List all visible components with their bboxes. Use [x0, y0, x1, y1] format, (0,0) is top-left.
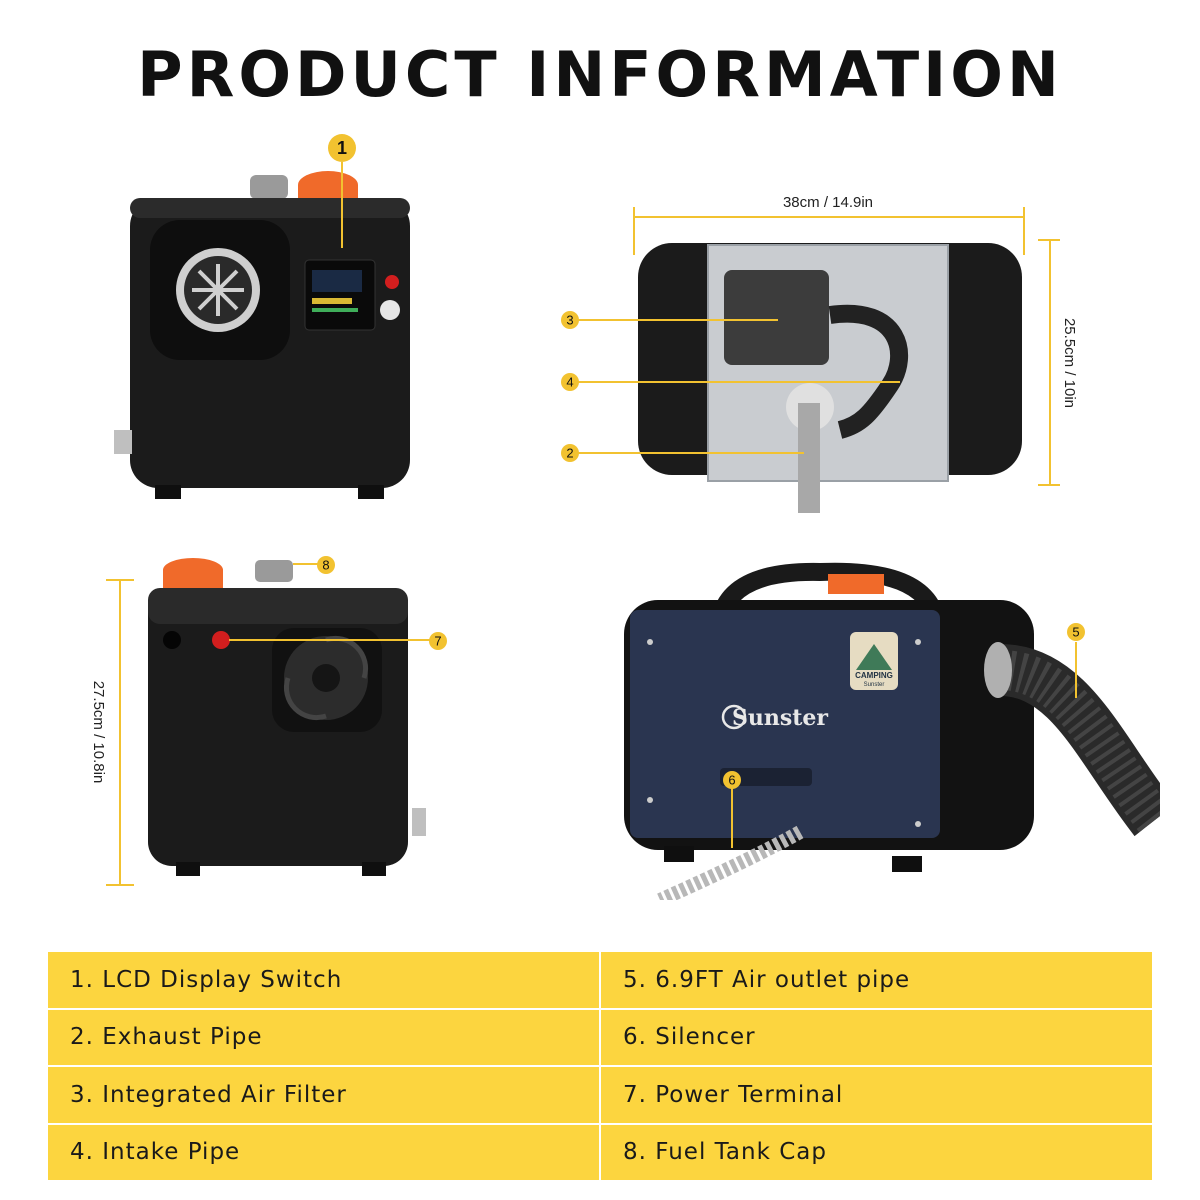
badge-text: CAMPING [855, 671, 893, 680]
page-title: PRODUCT INFORMATION [137, 38, 1063, 111]
perspective-view-image: Sunster CAMPING Sunster 5 6 [624, 562, 1160, 900]
callout-2-label: 2 [566, 446, 573, 461]
power-indicator [385, 275, 399, 289]
callout-8-label: 8 [322, 558, 329, 573]
bottom-view-image: 38cm / 14.9in 25.5cm / 10in 3 4 2 [561, 194, 1078, 513]
callout-7-label: 7 [434, 634, 441, 649]
callout-4-label: 4 [566, 375, 573, 390]
front-view-image: 1 [114, 134, 410, 499]
width-dimension-label: 38cm / 14.9in [783, 194, 873, 211]
legend-item: 4. Intake Pipe [48, 1124, 599, 1180]
legend-item: 3. Integrated Air Filter [48, 1067, 599, 1123]
callout-5-label: 5 [1072, 625, 1079, 640]
callout-1-label: 1 [337, 138, 347, 158]
legend-item: 7. Power Terminal [601, 1067, 1152, 1123]
air-filter-box [724, 270, 829, 365]
perspective-view-panel: Sunster CAMPING Sunster 5 6 [600, 560, 1160, 900]
legend-item: 6. Silencer [601, 1009, 1152, 1065]
front-view-panel: 1 [100, 130, 440, 510]
callout-6-label: 6 [728, 773, 735, 788]
callout-3-label: 3 [566, 313, 573, 328]
brand-logo: Sunster [732, 705, 828, 731]
control-knob [380, 300, 400, 320]
callout-1-badge [328, 134, 356, 162]
legend-item: 2. Exhaust Pipe [48, 1009, 599, 1065]
back-view-panel: 27.5cm / 10.8in 8 7 [80, 550, 480, 895]
depth-dimension-label: 25.5cm / 10in [1061, 318, 1078, 408]
power-terminal [212, 631, 230, 649]
bottom-view-panel: 38cm / 14.9in 25.5cm / 10in 3 4 2 [560, 185, 1080, 525]
back-view-image: 27.5cm / 10.8in 8 7 [90, 556, 447, 886]
legend-item: 8. Fuel Tank Cap [601, 1124, 1152, 1180]
exhaust-pipe [798, 403, 820, 513]
legend-item: 1. LCD Display Switch [48, 952, 599, 1008]
top-valve [250, 175, 288, 199]
legend-table: 1. LCD Display Switch 5. 6.9FT Air outle… [48, 952, 1152, 1180]
legend-item: 5. 6.9FT Air outlet pipe [601, 952, 1152, 1008]
badge-subtext: Sunster [864, 682, 885, 688]
height-dimension-label: 27.5cm / 10.8in [90, 681, 107, 784]
